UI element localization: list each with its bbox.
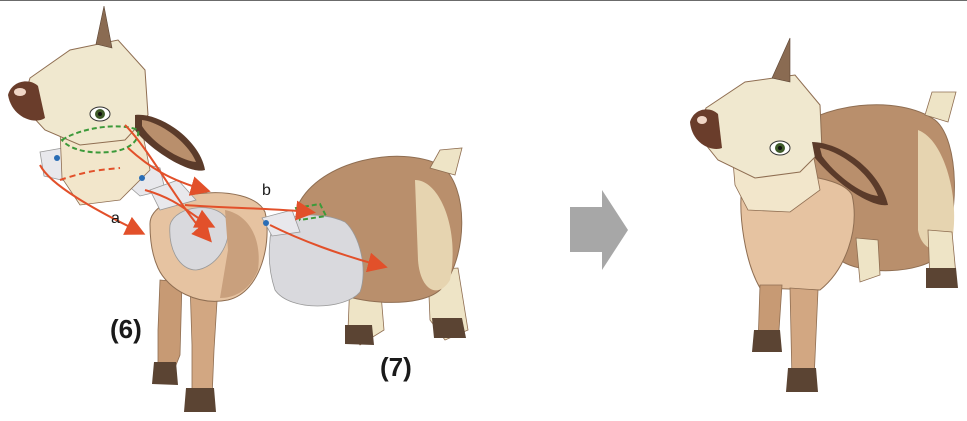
assembled-ear-inner	[820, 148, 878, 196]
guide-arrows	[39, 124, 388, 273]
assembled-nostril	[697, 116, 707, 124]
horn	[95, 5, 113, 49]
assembled-rear-light	[918, 130, 955, 250]
arrow-neck-to-chest	[127, 147, 211, 196]
guide-dot	[263, 220, 269, 226]
hoof-rear-1	[345, 325, 374, 345]
assembled-rear-leg-2	[855, 237, 881, 283]
ear-inner	[142, 120, 196, 162]
arrow-b-path	[184, 200, 316, 221]
body-rear-part	[261, 147, 469, 346]
next-step-arrow	[570, 190, 628, 270]
head-front-part	[8, 5, 268, 412]
top-rule	[0, 0, 967, 1]
guide-dot	[139, 175, 145, 181]
arrow-collar-to-ring	[144, 189, 216, 228]
assembled-head	[697, 74, 823, 179]
eye-pupil	[98, 112, 102, 116]
assembled-goat	[690, 37, 958, 392]
assembled-hoof-l	[752, 330, 782, 352]
assembled-eye-pupil	[778, 146, 782, 150]
assembled-tail	[924, 91, 957, 123]
hoof-right	[184, 388, 216, 412]
assembled-front-leg-r	[789, 287, 819, 381]
guide-dot	[54, 155, 60, 161]
front-leg-left	[157, 279, 183, 376]
arrow-rear-inside	[269, 224, 388, 273]
collar-tab-rear	[261, 209, 301, 237]
assembled-horn	[771, 37, 791, 83]
step-7-label: (7)	[380, 352, 412, 382]
belly-light	[415, 180, 453, 291]
assembled-hoof-r	[786, 368, 818, 392]
arrow-a-path	[39, 164, 146, 235]
arrow-a-label: a	[111, 210, 120, 227]
step-6-label: (6)	[110, 314, 142, 344]
assembled-rear-hoof	[926, 268, 958, 288]
chest-shade	[220, 210, 259, 298]
arrow-b-label: b	[262, 182, 271, 199]
tail	[429, 147, 463, 176]
arrow-a-path-2	[59, 167, 121, 181]
hoof-left	[152, 362, 178, 385]
hoof-rear-2	[432, 318, 466, 338]
assembled-snout	[690, 109, 722, 149]
glue-outline-neck	[60, 125, 140, 154]
nostril	[14, 88, 26, 96]
